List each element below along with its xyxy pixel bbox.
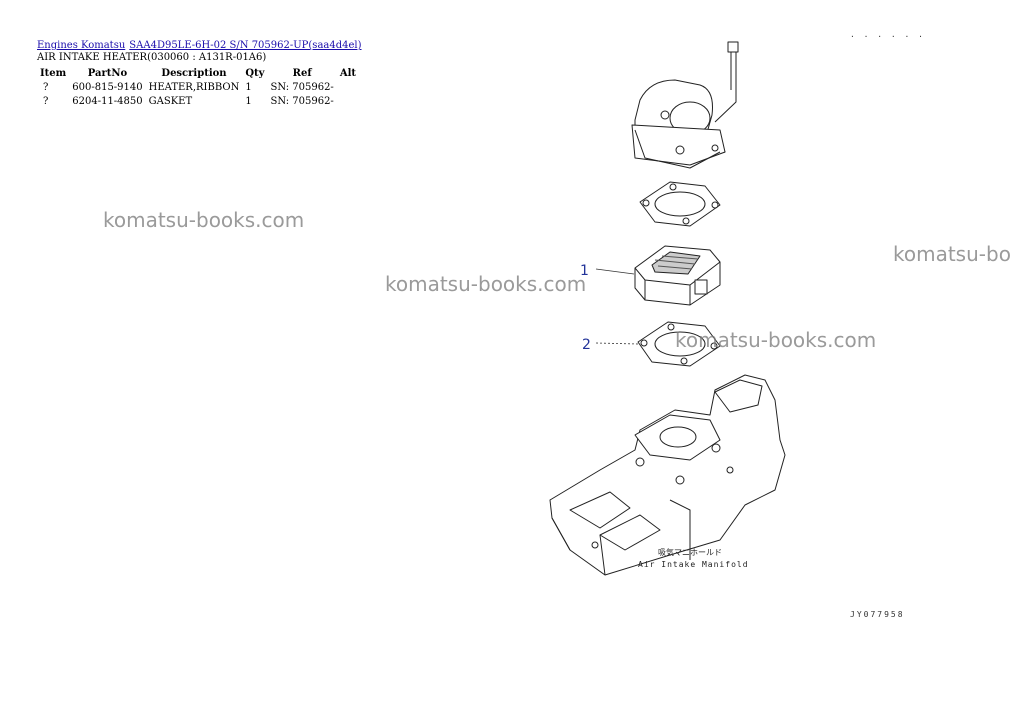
table-row: ? 600-815-9140 HEATER,RIBBON 1 SN: 70596… — [37, 80, 359, 94]
intake-manifold-part — [549, 374, 786, 576]
table-header-row: Item PartNo Description Qty Ref Alt — [37, 66, 359, 80]
cell-description: GASKET — [148, 95, 193, 107]
watermark: komatsu-books.com — [675, 328, 877, 352]
cell-ref: SN: 705962- — [270, 95, 334, 107]
header-qty: Qty — [245, 67, 265, 79]
watermark: komatsu-books.com — [385, 272, 587, 296]
watermark: komatsu-bo — [893, 242, 1011, 266]
table-row: ? 6204-11-4850 GASKET 1 SN: 705962- — [37, 94, 359, 108]
header-alt: Alt — [339, 67, 357, 79]
gasket-part — [639, 181, 721, 227]
header-description: Description — [161, 67, 227, 79]
cell-qty: 1 — [245, 81, 252, 93]
watermark: komatsu-books.com — [103, 208, 305, 232]
gasket-part — [637, 321, 721, 367]
header-item: Item — [40, 67, 67, 79]
parts-diagram: 1 2 吸気マニホールド Air Intake Manifold — [549, 41, 786, 576]
cell-alt — [337, 80, 359, 94]
cell-item: ? — [43, 95, 49, 107]
parts-table: Item PartNo Description Qty Ref Alt ? 60… — [37, 66, 359, 108]
breadcrumb-link-model[interactable]: SAA4D95LE-6H-02 S/N 705962-UP(saa4d4el) — [129, 40, 362, 51]
cell-partno: 600-815-9140 — [72, 81, 143, 93]
bolt-part — [714, 41, 739, 123]
cell-ref: SN: 705962- — [270, 81, 334, 93]
section-title: AIR INTAKE HEATER(030060 : A131R-01A6) — [37, 52, 267, 63]
header-partno: PartNo — [87, 67, 128, 79]
callout-2: 2 — [582, 337, 591, 353]
breadcrumb-link-engines[interactable]: Engines Komatsu — [37, 40, 126, 51]
manifold-label-en: Air Intake Manifold — [638, 560, 749, 569]
diagram-top-code: · · · · · · — [850, 32, 925, 41]
header-ref: Ref — [292, 67, 312, 79]
intake-connector-part — [631, 79, 726, 169]
cell-alt — [337, 94, 359, 108]
callout-1: 1 — [580, 263, 589, 279]
drawing-code: JY077958 — [850, 610, 905, 619]
cell-qty: 1 — [245, 95, 252, 107]
cell-partno: 6204-11-4850 — [72, 95, 143, 107]
cell-description: HEATER,RIBBON — [148, 81, 240, 93]
cell-item: ? — [43, 81, 49, 93]
manifold-label-jp: 吸気マニホールド — [658, 547, 722, 557]
heater-ribbon-part — [634, 245, 721, 306]
